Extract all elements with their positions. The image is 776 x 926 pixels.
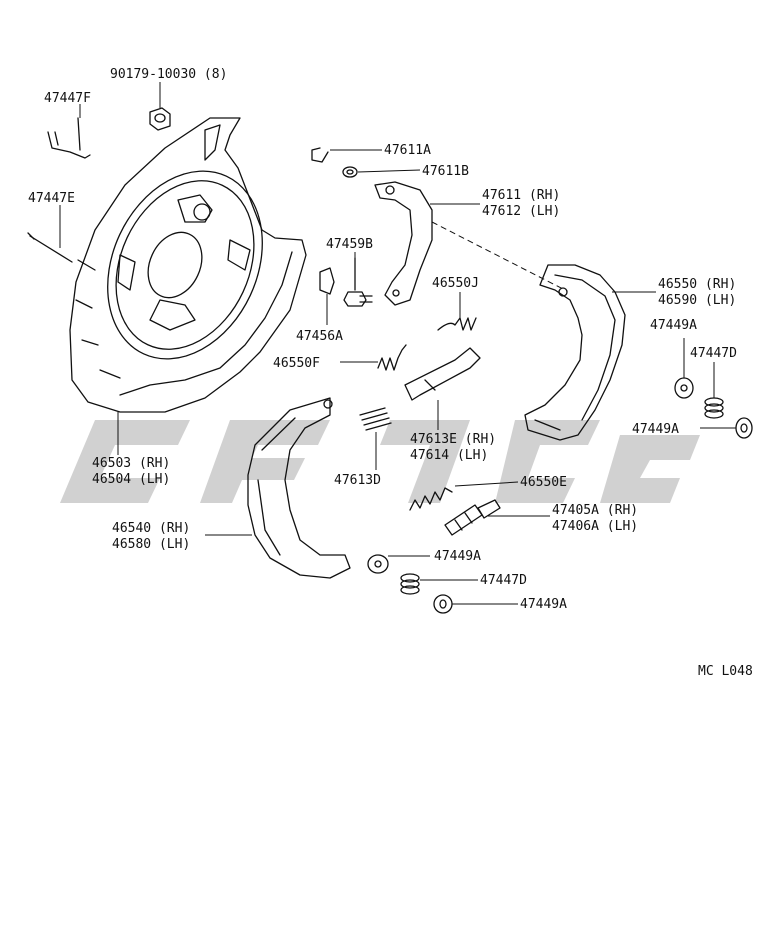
label-47456a: 47456A	[296, 329, 343, 344]
washer-icon	[367, 554, 389, 574]
label-47611: 47611 (RH)	[482, 188, 560, 203]
spring-icon	[377, 344, 407, 371]
label-47612: 47612 (LH)	[482, 204, 560, 219]
label-46503: 46503 (RH)	[92, 456, 170, 471]
label-46550e: 46550E	[520, 475, 567, 490]
pin-icon	[27, 232, 73, 263]
spring-icon	[704, 397, 724, 419]
washer-icon	[674, 377, 694, 399]
part-labels: 90179-10030 (8) 47447F 47447E 46503 (RH)…	[28, 67, 753, 679]
label-46580: 46580 (LH)	[112, 537, 190, 552]
label-90179-10030: 90179-10030 (8)	[110, 67, 227, 82]
spring-icon	[400, 573, 420, 595]
label-47449a: 47449A	[520, 597, 567, 612]
c-clip-icon	[311, 147, 329, 163]
leader-lines	[59, 82, 736, 605]
nut-icon	[149, 107, 171, 131]
label-47459b: 47459B	[326, 237, 373, 252]
label-46504: 46504 (LH)	[92, 472, 170, 487]
bolt-icon	[343, 257, 373, 307]
adjuster-icon	[444, 499, 501, 536]
label-46540: 46540 (RH)	[112, 521, 190, 536]
label-47406a: 47406A (LH)	[552, 519, 638, 534]
diagram-code: MC L048	[698, 664, 753, 679]
retainer-icon	[433, 594, 453, 614]
label-46550j: 46550J	[432, 276, 479, 291]
label-47611b: 47611B	[422, 164, 469, 179]
label-47447f: 47447F	[44, 91, 91, 106]
washer-icon	[342, 166, 358, 178]
spring-icon	[409, 487, 453, 511]
watermark-logo	[60, 420, 700, 503]
label-46550: 46550 (RH)	[658, 277, 736, 292]
label-47447d: 47447D	[480, 573, 527, 588]
spring-icon	[359, 407, 392, 431]
label-47613d: 47613D	[334, 473, 381, 488]
label-47614: 47614 (LH)	[410, 448, 488, 463]
label-47611a: 47611A	[384, 143, 431, 158]
label-47405a: 47405A (RH)	[552, 503, 638, 518]
retainer-icon	[735, 417, 753, 439]
label-47613e: 47613E (RH)	[410, 432, 496, 447]
parking-lever	[374, 181, 433, 306]
backing-plate	[69, 117, 307, 413]
label-47449a: 47449A	[632, 422, 679, 437]
label-46590: 46590 (LH)	[658, 293, 736, 308]
label-47447e: 47447E	[28, 191, 75, 206]
label-46550f: 46550F	[273, 356, 320, 371]
plate-icon	[319, 267, 335, 295]
brake-shoe-front	[247, 397, 351, 579]
clip-icon	[47, 117, 91, 159]
brake-shoe-rear	[524, 264, 626, 441]
label-47449a: 47449A	[434, 549, 481, 564]
label-47447d: 47447D	[690, 346, 737, 361]
spring-icon	[437, 317, 477, 331]
strut-icon	[404, 347, 481, 401]
label-47449a: 47449A	[650, 318, 697, 333]
